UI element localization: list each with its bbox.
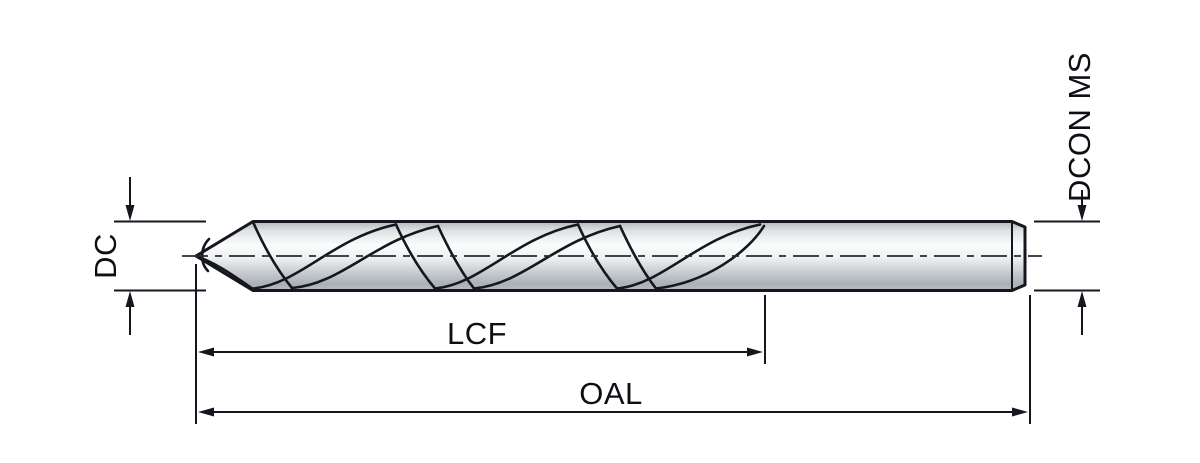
lcf-label: LCF xyxy=(446,316,508,351)
oal-dimension xyxy=(198,295,1031,424)
oal-label: OAL xyxy=(579,376,643,411)
dc-dimension xyxy=(114,177,206,335)
dc-label: DC xyxy=(88,233,123,279)
lcf-dimension xyxy=(195,264,766,424)
flute-helix-curves xyxy=(251,220,766,290)
dcon-dimension xyxy=(1034,190,1100,335)
dcon-ms-label: DCON MS xyxy=(1062,52,1097,202)
